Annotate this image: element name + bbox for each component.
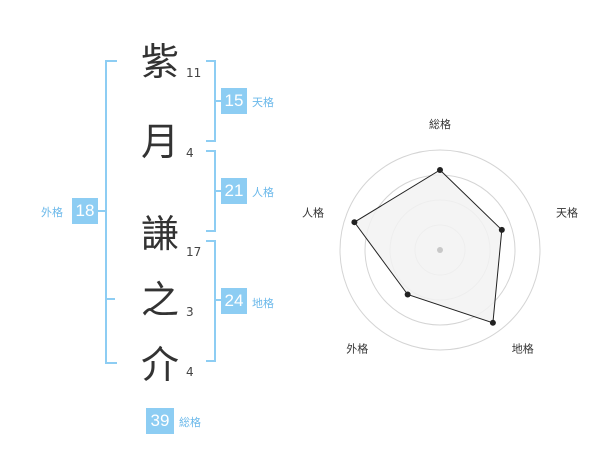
radar-ring: [339, 149, 541, 351]
gaikaku-badge: 18: [72, 198, 98, 224]
radar-point-2: [498, 226, 505, 233]
name-char-5: 介: [140, 343, 179, 387]
radar-point-3: [489, 319, 496, 326]
soukaku-badge: 39: [146, 408, 174, 434]
soukaku-label: 総格: [179, 416, 201, 429]
stroke-count-3: 17: [186, 245, 202, 259]
stroke-count-4: 3: [186, 305, 194, 319]
radar-axis-label-1: 総格: [429, 117, 451, 131]
chikaku-connector: [214, 299, 221, 301]
gaikaku-bracket-split: [105, 298, 115, 300]
radar-axis-label-4: 外格: [346, 342, 368, 356]
chikaku-badge: 24: [221, 288, 247, 314]
radar-point-5: [351, 219, 358, 226]
name-char-3: 謙: [140, 212, 179, 256]
radar-axis-label-3: 地格: [512, 342, 534, 356]
radar-point-1: [437, 167, 443, 173]
chikaku-bracket: [206, 240, 216, 362]
name-char-1: 紫: [140, 40, 179, 84]
tenkaku-connector: [214, 100, 221, 102]
jinkaku-label: 人格: [252, 186, 274, 199]
gaikaku-connector: [94, 210, 105, 212]
name-char-4: 之: [140, 278, 179, 322]
radar-center-dot: [437, 247, 443, 253]
jinkaku-badge: 21: [221, 178, 247, 204]
radar-axis-label-2: 天格: [556, 205, 578, 219]
tenkaku-label: 天格: [252, 96, 274, 109]
stroke-count-2: 4: [186, 146, 194, 160]
jinkaku-connector: [214, 190, 221, 192]
stroke-count-1: 11: [186, 66, 202, 80]
gaikaku-label: 外格: [41, 206, 63, 219]
gaikaku-bracket: [105, 60, 117, 364]
radar-series-area: [353, 169, 503, 324]
name-char-2: 月: [140, 120, 179, 164]
stroke-count-5: 4: [186, 365, 194, 379]
tenkaku-badge: 15: [221, 88, 247, 114]
radar-axis-label-5: 人格: [302, 205, 324, 219]
chikaku-label: 地格: [252, 297, 274, 310]
radar-point-4: [404, 291, 411, 298]
